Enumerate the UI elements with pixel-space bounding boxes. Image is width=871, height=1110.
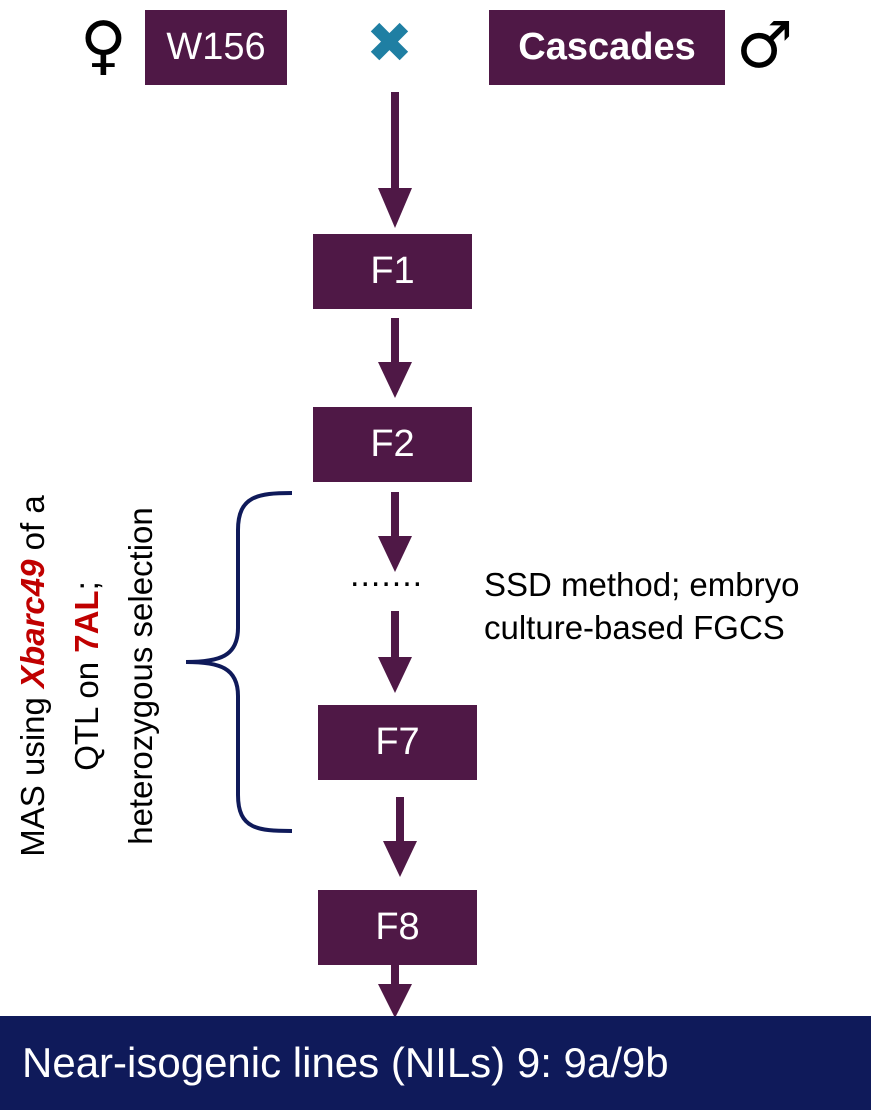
generation-label: F8 xyxy=(375,906,420,948)
arrow-cross-to-f1 xyxy=(378,92,412,228)
result-label: Near-isogenic lines (NILs) 9: 9a/9b xyxy=(22,1039,669,1086)
ellipsis: ....... xyxy=(350,556,424,594)
side-label-line-3: heterozygous selection xyxy=(122,507,159,845)
arrow-f2-to-ellipsis xyxy=(378,492,412,572)
male-parent-box: Cascades xyxy=(489,10,725,85)
female-parent-label: W156 xyxy=(166,26,266,68)
result-banner: Near-isogenic lines (NILs) 9: 9a/9b xyxy=(0,1016,871,1110)
method-note: SSD method; embryo culture-based FGCS xyxy=(484,563,799,649)
side-label-line-2: QTL on 7AL; xyxy=(68,581,105,771)
generation-box-f7: F7 xyxy=(318,705,477,780)
male-symbol-icon: ♂ xyxy=(736,9,794,83)
arrow-f1-to-f2 xyxy=(378,318,412,398)
arrow-f7-to-f8 xyxy=(383,797,417,877)
female-symbol-icon: ♀ xyxy=(80,9,127,83)
generation-label: F2 xyxy=(370,423,415,465)
method-note-line-2: culture-based FGCS xyxy=(484,609,785,646)
chromosome-name: 7AL xyxy=(68,590,105,653)
female-parent-box: W156 xyxy=(145,10,287,85)
arrow-ellipsis-to-f7 xyxy=(378,611,412,693)
generation-label: F7 xyxy=(375,721,420,763)
curly-brace xyxy=(185,491,293,833)
generation-box-f2: F2 xyxy=(313,407,472,482)
cross-icon: ✖ xyxy=(366,11,413,76)
method-note-line-1: SSD method; embryo xyxy=(484,566,800,603)
side-label-line-1: MAS using Xbarc49 of a xyxy=(14,495,51,857)
marker-name: Xbarc49 xyxy=(14,559,51,688)
generation-box-f1: F1 xyxy=(313,234,472,309)
male-parent-label: Cascades xyxy=(518,26,696,68)
side-label-text: MAS using Xbarc49 of a QTL on 7AL; heter… xyxy=(6,466,168,886)
generation-label: F1 xyxy=(370,250,415,292)
generation-box-f8: F8 xyxy=(318,890,477,965)
arrow-f8-to-nils xyxy=(378,964,412,1018)
